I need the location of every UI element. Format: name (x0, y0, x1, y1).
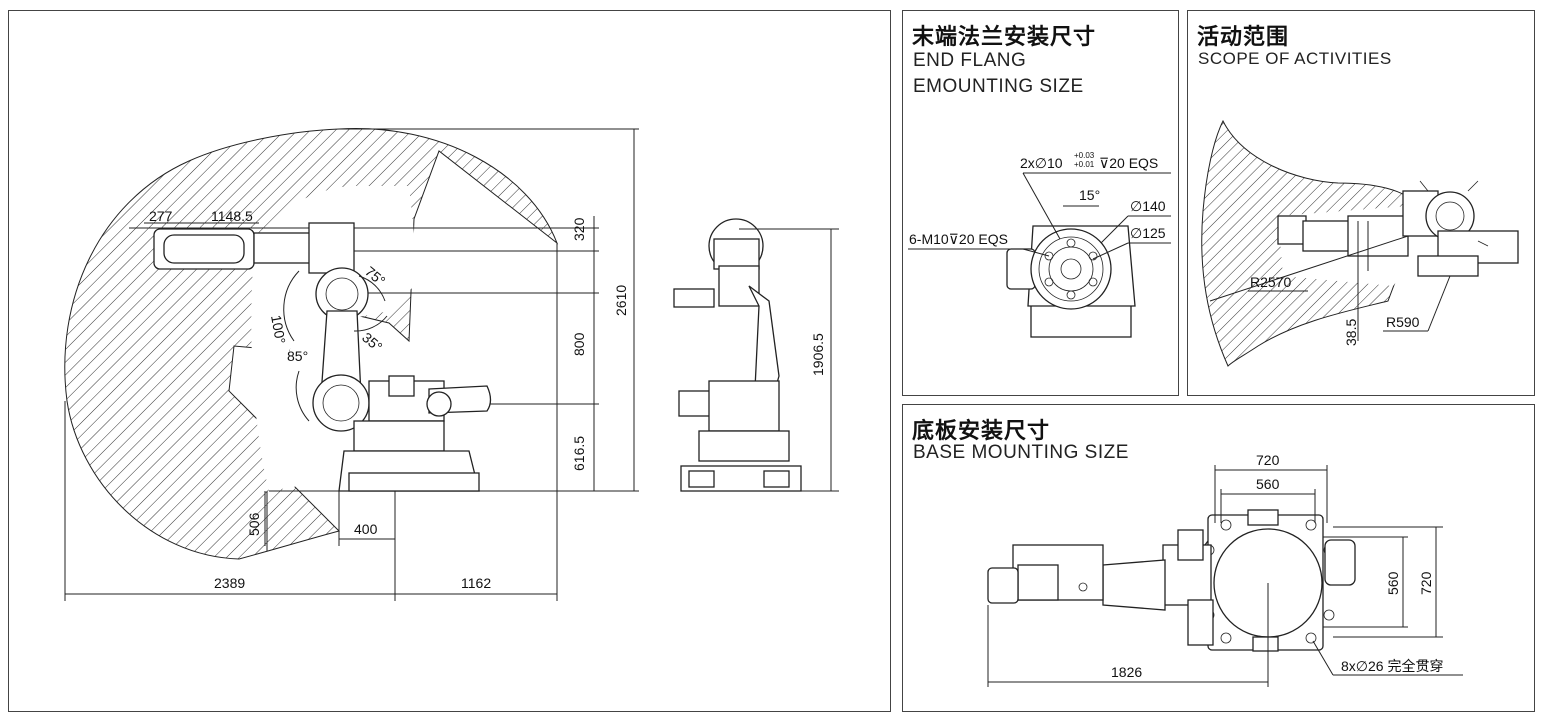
holes-label: 2x∅10 (1020, 155, 1063, 171)
base-plan-view (987, 509, 1356, 652)
flange-title-cn: 末端法兰安装尺寸 (912, 25, 1097, 50)
angle-35: 35° (359, 329, 386, 355)
robot-front-view (673, 218, 802, 492)
holes-label: 8x∅26 完全贯穿 (1341, 658, 1443, 674)
dim-400: 400 (354, 521, 378, 537)
dim-560-right: 560 (1385, 571, 1401, 595)
dim-720-right: 720 (1418, 571, 1434, 595)
base-drawing: 720 560 560 720 1826 8x∅26 完全贯穿 (987, 452, 1463, 687)
scope-title-cn: 活动范围 (1197, 25, 1290, 50)
holes-depth-label: ⊽20 EQS (1099, 155, 1158, 171)
angle-85: 85° (287, 348, 308, 364)
dim-1162: 1162 (461, 575, 491, 591)
angle-15: 15° (1079, 187, 1100, 203)
m10-label: 6-M10⊽20 EQS (909, 231, 1008, 247)
dimension-lines (65, 129, 635, 595)
base-title-cn: 底板安装尺寸 (912, 419, 1051, 444)
leader-line (1427, 275, 1451, 332)
scope-title-en: SCOPE OF ACTIVITIES (1198, 49, 1392, 68)
scope-panel: 活动范围 SCOPE OF ACTIVITIES R2570 38.5 R (1187, 10, 1535, 396)
flange-drawing: 2x∅10 +0.03 +0.01 ⊽20 EQS 15° ∅140 ∅125 … (908, 151, 1171, 338)
dim-1148: 1148.5 (211, 208, 253, 224)
workspace-drawing: 277 1148.5 320 800 616.5 2610 506 400 23… (64, 127, 839, 601)
dim-616: 616.5 (571, 436, 587, 471)
tolerance-upper: +0.03 (1074, 151, 1095, 160)
scope-drawing: R2570 38.5 R590 (1201, 119, 1519, 367)
dim-560-top: 560 (1256, 476, 1280, 492)
angle-100: 100° (268, 314, 289, 345)
base-dimension-lines (987, 465, 1463, 687)
dim-2389: 2389 (214, 575, 245, 591)
dim-506: 506 (246, 512, 262, 536)
base-title-en: BASE MOUNTING SIZE (913, 442, 1129, 463)
dia-140: ∅140 (1130, 198, 1166, 214)
dim-800: 800 (571, 332, 587, 356)
dim-2610: 2610 (613, 285, 629, 316)
r2570-label: R2570 (1250, 274, 1291, 290)
r590-label: R590 (1386, 314, 1420, 330)
tolerance-lower: +0.01 (1074, 160, 1095, 169)
dim-320: 320 (571, 217, 587, 241)
leader-line (1022, 248, 1050, 257)
workspace-panel: 277 1148.5 320 800 616.5 2610 506 400 23… (8, 10, 891, 712)
base-panel: 底板安装尺寸 BASE MOUNTING SIZE (902, 404, 1535, 712)
flange-title-en-1: END FLANG (913, 50, 1027, 71)
dia-125: ∅125 (1130, 225, 1166, 241)
dim-38-5: 38.5 (1343, 319, 1359, 346)
robot-side-silhouette (153, 222, 492, 492)
dim-277: 277 (149, 208, 173, 224)
leader-line (1100, 215, 1129, 244)
dim-720-top: 720 (1256, 452, 1280, 468)
flange-view (1006, 225, 1136, 338)
dim-1826: 1826 (1111, 664, 1142, 680)
dim-1906: 1906.5 (810, 333, 826, 376)
leader-line (1092, 242, 1129, 260)
leader-line (1022, 172, 1061, 240)
flange-title-en-2: EMOUNTING SIZE (913, 76, 1084, 97)
reach-envelope (64, 127, 559, 560)
leader-line (1209, 235, 1409, 302)
end-flange-panel: 末端法兰安装尺寸 END FLANG EMOUNTING SIZE 2x∅10 (902, 10, 1179, 396)
